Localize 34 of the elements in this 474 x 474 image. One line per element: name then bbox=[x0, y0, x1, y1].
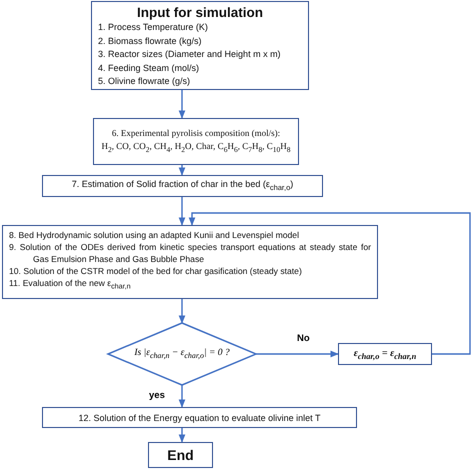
arrow bbox=[178, 299, 186, 324]
arrow bbox=[178, 385, 186, 408]
list-item: 4. Feeding Steam (mol/s) bbox=[98, 62, 200, 75]
edge-label: No bbox=[296, 333, 311, 344]
process-box bbox=[42, 175, 323, 197]
end-label: End bbox=[167, 447, 194, 463]
process-box bbox=[338, 343, 432, 365]
process-box bbox=[2, 225, 378, 299]
arrow bbox=[256, 350, 339, 358]
arrow bbox=[178, 165, 186, 176]
box-heading: Input for simulation bbox=[137, 4, 263, 21]
update-formula: ε$_{char,o}$ = ε$_{char,n}$ bbox=[354, 348, 416, 360]
arrow bbox=[178, 197, 186, 226]
process-box bbox=[91, 1, 309, 90]
list-item: 1. Process Temperature (K) bbox=[98, 21, 208, 34]
arrow bbox=[178, 428, 186, 443]
terminal-box bbox=[148, 442, 213, 468]
list-item: 5. Olivine flowrate (g/s) bbox=[98, 75, 190, 88]
list-item: 10. Solution of the CSTR model of the bed for char gasification (steady state) bbox=[9, 265, 303, 277]
condition-text: Is |ε$_{char,n}$ − ε$_{char,o}$| = 0 ? bbox=[134, 348, 230, 360]
list-item: 9. Solution of the ODEs derived from kinetic species transport equations at steady state for Gas Emulsion Phase and Gas Bubble Phase bbox=[9, 241, 371, 265]
step-text: 12. Solution of the Energy equation to evaluate olivine inlet T bbox=[78, 412, 320, 424]
process-box bbox=[42, 407, 357, 428]
edge-label: yes bbox=[148, 390, 166, 401]
arrow bbox=[188, 212, 471, 355]
step-text: 7. Estimation of Solid fraction of char in the bed (ε$_{char,o}$) bbox=[72, 178, 294, 194]
step-title: 6. Experimental pyrolisis composition (mol/s): bbox=[112, 127, 280, 140]
list-item: 11. Evaluation of the new ε$_{char,n}$ bbox=[9, 277, 132, 293]
list-item: 8. Bed Hydrodynamic solution using an adapted Kunii and Levenspiel model bbox=[9, 229, 300, 241]
species-list: H$_{2}$, CO, CO$_{2}$, CH$_{4}$, H$_{2}$O, Char, C$_{6}$H$_{6}$, C$_{7}$H$_{8}$, C$_{10}$H$_{8}$ bbox=[102, 140, 290, 156]
list-item: 2. Biomass flowrate (kg/s) bbox=[98, 34, 202, 48]
process-box bbox=[93, 118, 299, 165]
arrow bbox=[178, 90, 186, 119]
list-item: 3. Reactor sizes (Diameter and Height m x m) bbox=[98, 48, 281, 61]
